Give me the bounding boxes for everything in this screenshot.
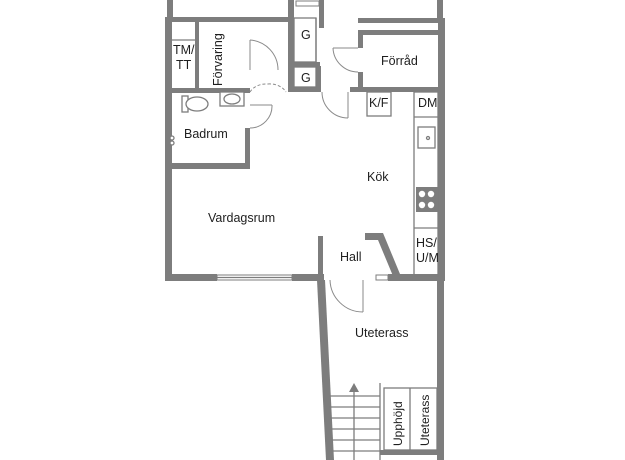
label-hs-um-line1: HS/ [416, 236, 437, 250]
label-uteterass: Uteterass [355, 326, 409, 340]
stairs [329, 383, 438, 460]
label-uteterass-vertical: Uteterass [418, 395, 432, 446]
label-tm-tt-line1: TM/ [173, 43, 195, 57]
label-dm: DM [418, 96, 437, 110]
label-g-upper: G [301, 28, 311, 42]
windows [216, 0, 389, 281]
bathroom-fixtures [169, 91, 245, 146]
label-hall: Hall [340, 250, 362, 264]
label-upphojd: Upphöjd [391, 401, 405, 446]
cabinetry [172, 17, 439, 277]
label-kok: Kök [367, 170, 389, 184]
exterior-walls [165, 0, 445, 460]
room-labels: TM/ TT Förvaring G G Förråd K/F DM Badru… [173, 28, 439, 446]
label-kf: K/F [369, 96, 389, 110]
label-tm-tt-line2: TT [176, 58, 192, 72]
label-forrad: Förråd [381, 54, 418, 68]
label-vardagsrum: Vardagsrum [208, 211, 275, 225]
label-g-lower: G [301, 71, 311, 85]
label-badrum: Badrum [184, 127, 228, 141]
label-hs-um-line2: U/M [416, 251, 439, 265]
label-forvaring: Förvaring [211, 33, 225, 86]
door-swings [249, 39, 364, 313]
